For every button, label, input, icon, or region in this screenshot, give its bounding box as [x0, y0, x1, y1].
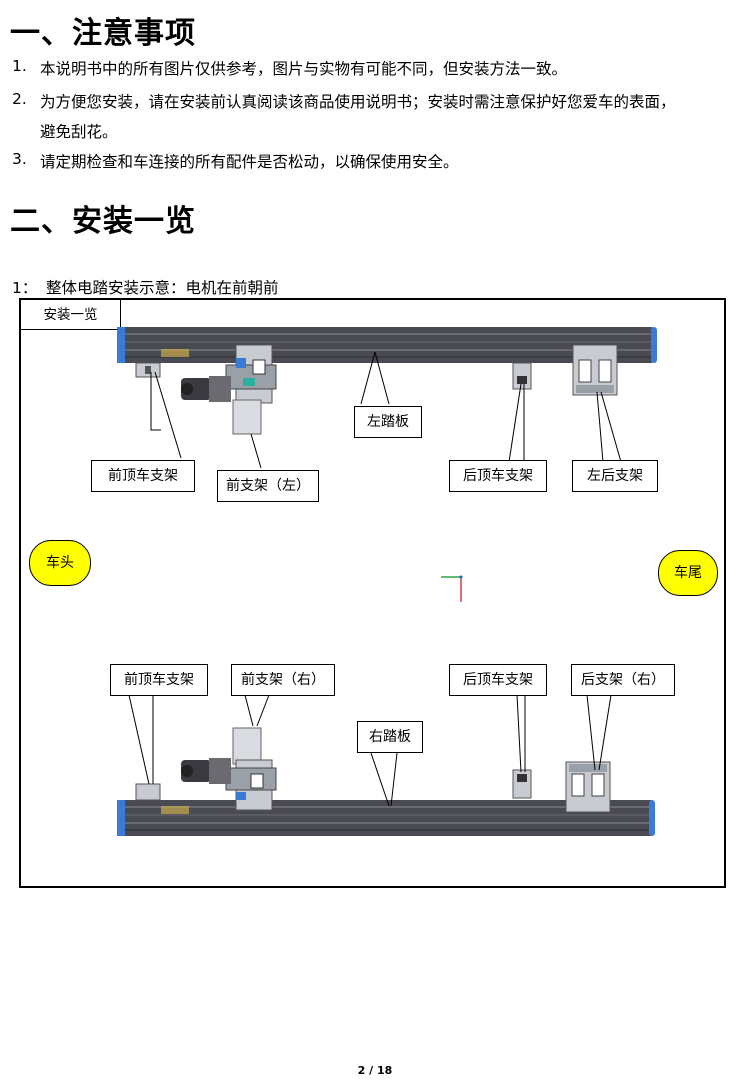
top-front-roof-bracket [135, 349, 189, 378]
callout-left-rear-bracket: 左后支架 [572, 460, 658, 492]
list-item: 请定期检查和车连接的所有配件是否松动，以确保使用安全。 [40, 153, 459, 171]
bottom-front-bracket-motor [181, 727, 277, 811]
callout-right-board: 右踏板 [357, 721, 423, 753]
bottom-front-roof-bracket [135, 783, 189, 814]
list-item-continued: 避免刮花。 [40, 123, 118, 141]
callout-front-bracket-left: 前支架（左） [217, 470, 319, 502]
callout-front-roof-bottom: 前顶车支架 [110, 664, 208, 696]
list-number: 3. [12, 150, 27, 168]
callout-left-board: 左踏板 [354, 406, 422, 438]
top-left-rear-bracket [572, 344, 618, 396]
callout-front-bracket-right: 前支架（右） [231, 664, 335, 696]
section-heading-overview: 二、安装一览 [10, 204, 196, 239]
diagram-drawing [117, 327, 657, 836]
list-item: 本说明书中的所有图片仅供参考，图片与实物有可能不同，但安装方法一致。 [40, 60, 568, 78]
top-front-bracket-motor [181, 344, 277, 435]
callout-rear-bracket-right: 后支架（右） [571, 664, 675, 696]
axis-indicator [441, 575, 463, 602]
callout-rear-roof-bottom: 后顶车支架 [449, 664, 547, 696]
list-item: 为方便您安装，请在安装前认真阅读该商品使用说明书；安装时需注意保护好您爱车的表面… [40, 93, 676, 111]
figure-subtitle: 整体电踏安装示意：电机在前朝前 [46, 279, 279, 297]
subtitle-number: 1： [12, 279, 38, 297]
car-rear-marker: 车尾 [658, 550, 718, 596]
list-number: 2. [12, 90, 27, 108]
installation-diagram: 安装一览 [19, 298, 726, 888]
bottom-leader-lines [128, 694, 612, 807]
bottom-rear-bracket [565, 761, 611, 813]
page-number: 2 / 18 [357, 1064, 393, 1077]
figure-label: 安装一览 [21, 300, 121, 330]
bottom-rear-roof-bracket [512, 769, 532, 799]
top-rear-roof-bracket [512, 362, 532, 390]
callout-rear-roof-top: 后顶车支架 [449, 460, 547, 492]
top-leader-lines [150, 351, 622, 469]
car-front-marker: 车头 [29, 540, 91, 586]
callout-front-roof-top: 前顶车支架 [91, 460, 195, 492]
section-heading-notes: 一、注意事项 [10, 16, 196, 51]
list-number: 1. [12, 57, 27, 75]
